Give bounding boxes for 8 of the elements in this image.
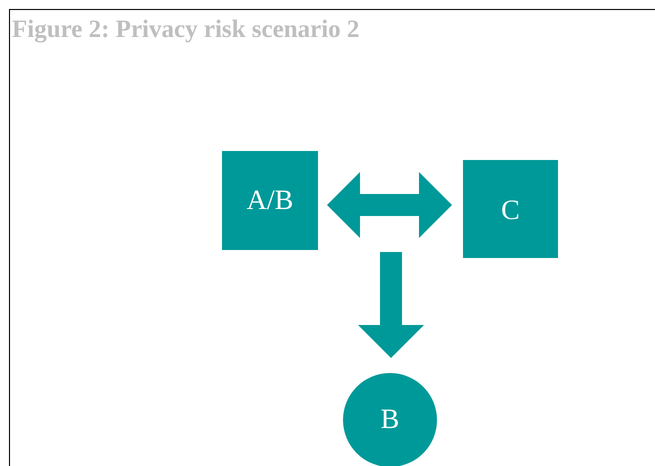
arrow bbox=[358, 252, 424, 358]
double-arrow bbox=[327, 172, 452, 238]
node-label: B bbox=[380, 404, 400, 436]
square-node bbox=[463, 160, 558, 258]
figure-title: Figure 2: Privacy risk scenario 2 bbox=[12, 16, 360, 44]
node-label: A/B bbox=[246, 184, 294, 216]
node-label: C bbox=[501, 194, 520, 227]
square-node bbox=[222, 151, 318, 250]
